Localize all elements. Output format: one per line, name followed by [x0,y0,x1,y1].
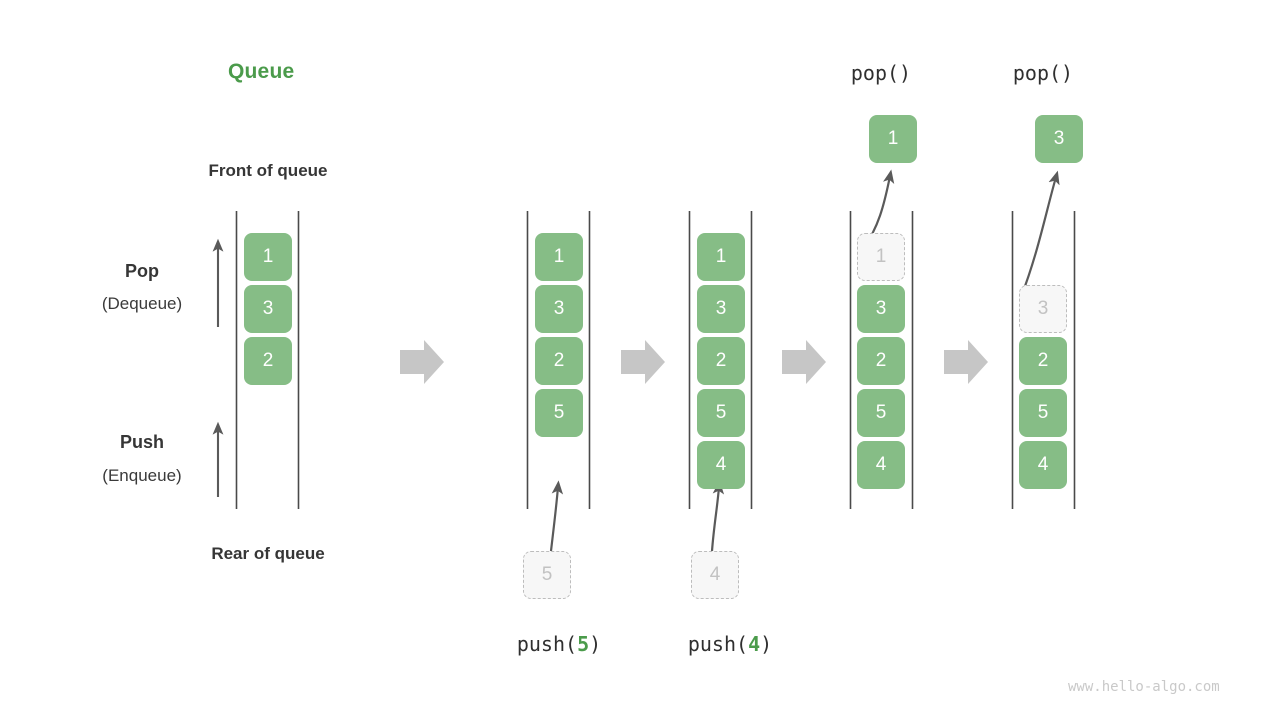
queue-element: 2 [1019,337,1067,385]
push-5-caption-prefix: push( [516,632,578,656]
popped-element-1: 1 [869,115,917,163]
queue-element: 3 [244,285,292,333]
queue-element: 5 [697,389,745,437]
queue-element-removed: 3 [1019,285,1067,333]
push-4-caption: push(4) [650,632,810,656]
queue-element: 2 [697,337,745,385]
pop-1-caption: pop() [850,61,912,85]
push-motion-arrows [549,480,725,553]
transition-arrow-1 [400,340,444,384]
front-of-queue-label: Front of queue [208,161,328,180]
queue-element: 1 [697,233,745,281]
push-4-caption-prefix: push( [687,632,749,656]
queue-element: 4 [697,441,745,489]
queue-element: 4 [1019,441,1067,489]
queue-element-removed: 1 [857,233,905,281]
rear-of-queue-label: Rear of queue [211,544,325,563]
queue-element: 2 [857,337,905,385]
transition-arrow-4 [944,340,988,384]
push-arrow-4 [710,480,725,553]
push-4-caption-value: 4 [748,632,761,656]
page-title: Queue [228,60,295,83]
incoming-element-5: 5 [523,551,571,599]
enqueue-label: (Enqueue) [102,466,182,485]
queue-element: 1 [244,233,292,281]
push-arrow-5 [549,480,564,553]
queue-element: 3 [857,285,905,333]
transition-arrow-3 [782,340,826,384]
queue-element: 5 [857,389,905,437]
pop-arrow-3 [1019,170,1060,299]
queue-element: 4 [857,441,905,489]
queue-element: 1 [535,233,583,281]
queue-element: 5 [535,389,583,437]
panel-rails [235,211,1076,509]
push-5-caption-suffix: ) [589,632,602,656]
incoming-element-4: 4 [691,551,739,599]
popped-element-3: 3 [1035,115,1083,163]
push-4-caption-suffix: ) [760,632,773,656]
queue-element: 2 [244,337,292,385]
pop-label: Pop [125,261,159,281]
push-5-caption: push(5) [479,632,639,656]
dequeue-label: (Dequeue) [101,294,183,313]
transition-arrow-2 [621,340,665,384]
queue-element: 3 [535,285,583,333]
queue-element: 5 [1019,389,1067,437]
pop-3-caption: pop() [1012,61,1074,85]
site-watermark: www.hello-algo.com [1068,679,1220,695]
queue-element: 3 [697,285,745,333]
push-5-caption-value: 5 [577,632,590,656]
push-label: Push [119,432,164,452]
queue-element: 2 [535,337,583,385]
